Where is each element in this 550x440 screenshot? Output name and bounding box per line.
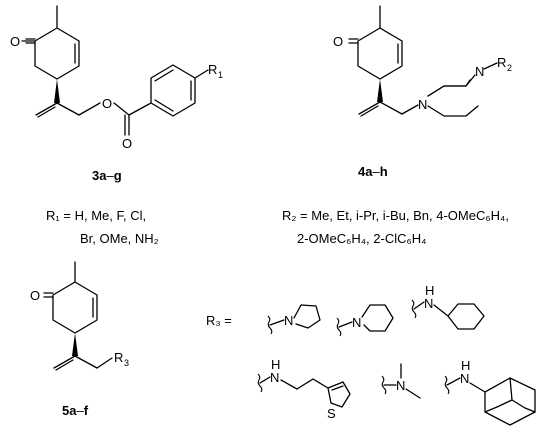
nitrogen-atom: N — [396, 378, 405, 393]
r2-subscript: 2 — [507, 63, 512, 73]
hydrogen-atom: H — [461, 358, 470, 373]
nitrogen-atom: N — [270, 370, 279, 385]
oxygen-atom: O — [10, 34, 20, 49]
r3-cyclohexylamino: N H — [411, 283, 485, 330]
structure-3: O O O R 1 3a–g — [10, 5, 223, 183]
sulfur-atom: S — [327, 406, 336, 421]
r2-definition-line2: 2-OMeC₆H₄, 2-ClC₆H₄ — [297, 231, 426, 246]
compound-label-5: 5a–f — [62, 403, 89, 418]
hydrogen-atom: H — [425, 283, 434, 298]
hydrogen-atom: H — [271, 357, 280, 372]
r3-subscript: 3 — [124, 358, 129, 368]
structure-5: O R 3 5a–f — [30, 261, 129, 418]
r2-definition-line1: R₂ = Me, Et, i-Pr, i-Bu, Bn, 4-OMeC₆H₄, — [282, 208, 509, 223]
oxygen-atom: O — [102, 96, 112, 111]
r1-subscript: 1 — [218, 70, 223, 80]
compound-label-3: 3a–g — [92, 168, 122, 183]
nitrogen-atom: N — [475, 64, 484, 79]
oxygen-atom: O — [122, 136, 132, 151]
r3-pyrrolidinyl: N — [267, 304, 321, 335]
r3-equals-label: R₃ = — [206, 313, 232, 328]
r3-label: R — [114, 350, 123, 365]
r3-piperidinyl: N — [336, 304, 394, 337]
compound-label-4: 4a–h — [358, 164, 388, 179]
oxygen-atom: O — [30, 288, 40, 303]
r2-label: R — [497, 55, 506, 70]
r3-dimethylamino: N — [381, 363, 421, 399]
r1-definition-line1: R₁ = H, Me, F, Cl, — [46, 208, 146, 223]
r3-thienylethylamino: N H S — [257, 357, 351, 421]
nitrogen-atom: N — [460, 371, 469, 386]
nitrogen-atom: N — [424, 296, 433, 311]
r1-definition-line2: Br, OMe, NH₂ — [80, 231, 159, 246]
nitrogen-atom: N — [284, 313, 293, 328]
oxygen-atom: O — [333, 34, 343, 49]
r1-label: R — [208, 62, 217, 77]
nitrogen-atom: N — [352, 315, 361, 330]
structure-4: O N N R 2 4a–h — [333, 5, 512, 179]
nitrogen-atom: N — [418, 97, 427, 112]
r3-adamantylamino: N H — [444, 358, 536, 426]
